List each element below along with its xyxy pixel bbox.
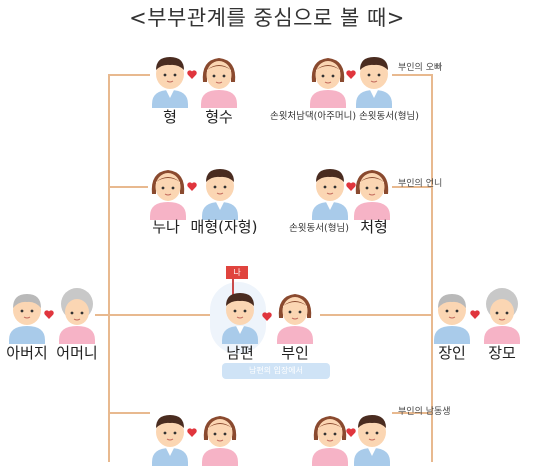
label-brother: 형 [163,108,177,126]
note-wifes-younger-brother: 부인의 남동생 [398,407,451,417]
perspective-badge: 남편의 입장에서 [222,363,330,379]
label-wife: 부인 [281,344,309,362]
label-older-sister: 누나 [152,218,180,236]
right-row2-connector [392,186,433,188]
center-left-connector [95,314,215,316]
wifes-older-sister-figure [353,169,391,221]
label-husband: 남편 [226,344,254,362]
left-row1-connector [108,74,150,76]
label-father: 아버지 [6,344,48,362]
heart-icon [262,312,272,321]
diagram-title: <부부관계를 중심으로 볼 때> [129,6,405,30]
right-row1-connector [392,74,433,76]
right-row4-connector [392,412,433,414]
wifes-sisters-husband-figure [311,168,349,221]
label-father-in-law: 장인 [438,344,466,362]
mother-in-law-figure [483,287,521,345]
heart-icon [470,310,480,319]
center-right-connector [320,314,432,316]
left-row2-connector [108,186,148,188]
younger-brothers-wife-figure [201,415,239,466]
label-wifes-brothers-wife: 손윗처남댁(아주머니) [269,111,357,122]
wifes-younger-brothers-wife-figure [311,415,349,466]
father-figure [8,293,46,345]
note-wifes-older-sister: 부인의 언니 [398,179,443,189]
note-wifes-older-brother: 부인의 오빠 [398,63,443,73]
left-row4-connector [108,412,150,414]
label-wifes-older-brother: 손윗동서(형님) [359,111,419,122]
wifes-younger-brother-figure [353,414,391,466]
heart-icon [44,310,54,319]
father-in-law-figure [433,293,471,345]
label-brothers-wife: 형수 [205,108,233,126]
sister-in-law-figure [200,57,238,109]
wifes-older-brother-figure [355,56,393,109]
heart-icon [187,182,197,191]
older-sister-figure [149,169,187,221]
mother-figure [58,287,96,345]
brother-in-law-figure [201,168,239,221]
left-vertical-connector [108,74,110,462]
label-wifes-sisters-husband: 손윗동서(형님) [289,223,349,234]
husband-figure [221,292,259,345]
heart-icon [187,428,197,437]
label-sisters-husband: 매형(자형) [190,218,258,236]
heart-icon [187,70,197,79]
label-mother: 어머니 [56,344,98,362]
label-mother-in-law: 장모 [488,344,516,362]
younger-brother-figure [151,414,189,466]
wife-figure [276,293,314,345]
flag-pole [232,268,234,298]
right-vertical-connector [431,74,433,462]
wifes-brothers-wife-figure [309,57,347,109]
label-wifes-older-sister: 처형 [360,218,388,236]
flag-icon: 나 [226,266,248,279]
brother-figure [151,56,189,109]
